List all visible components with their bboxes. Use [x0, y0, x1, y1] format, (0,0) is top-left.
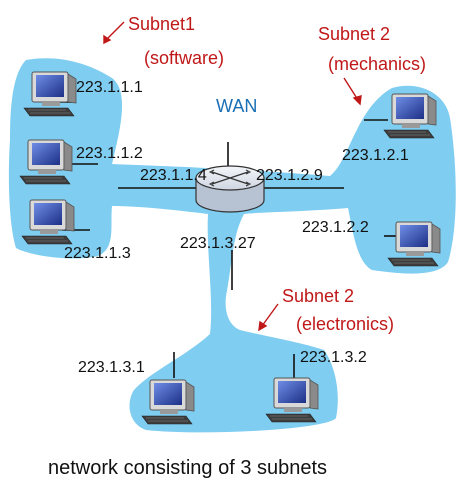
diagram-caption: network consisting of 3 subnets [48, 457, 327, 479]
host-ip: 223.1.1.2 [76, 145, 143, 162]
subnet-1-name: Subnet1 [128, 14, 195, 34]
computer-icon [265, 377, 319, 423]
computer-icon [19, 139, 73, 185]
subnet-arrows [103, 21, 362, 332]
subnet-3-kind: (electronics) [296, 314, 394, 334]
host-ip: 223.1.2.1 [342, 147, 409, 164]
subnet-3-name: Subnet 2 [282, 286, 354, 306]
router-ip-subnet-2: 223.1.2.9 [256, 167, 323, 184]
subnet-2-name: Subnet 2 [318, 24, 390, 44]
wan-label: WAN [216, 96, 257, 116]
host-ip: 223.1.3.1 [78, 359, 145, 376]
host-ip: 223.1.1.3 [64, 245, 131, 262]
subnet-1-kind: (software) [144, 48, 224, 68]
host-ip: 223.1.2.2 [302, 219, 369, 236]
computer-icon [383, 93, 437, 139]
computer-icon [141, 379, 195, 425]
computer-icon [23, 71, 77, 117]
computer-icon [387, 221, 441, 267]
router-ip-subnet-1: 223.1.1.4 [140, 167, 207, 184]
subnet-1-area [8, 58, 456, 433]
host-ip: 223.1.1.1 [76, 79, 143, 96]
computer-icon [21, 199, 75, 245]
router-icon [195, 165, 265, 213]
router-ip-subnet-3: 223.1.3.27 [180, 235, 256, 252]
subnet-2-kind: (mechanics) [328, 54, 426, 74]
host-ip: 223.1.3.2 [300, 349, 367, 366]
